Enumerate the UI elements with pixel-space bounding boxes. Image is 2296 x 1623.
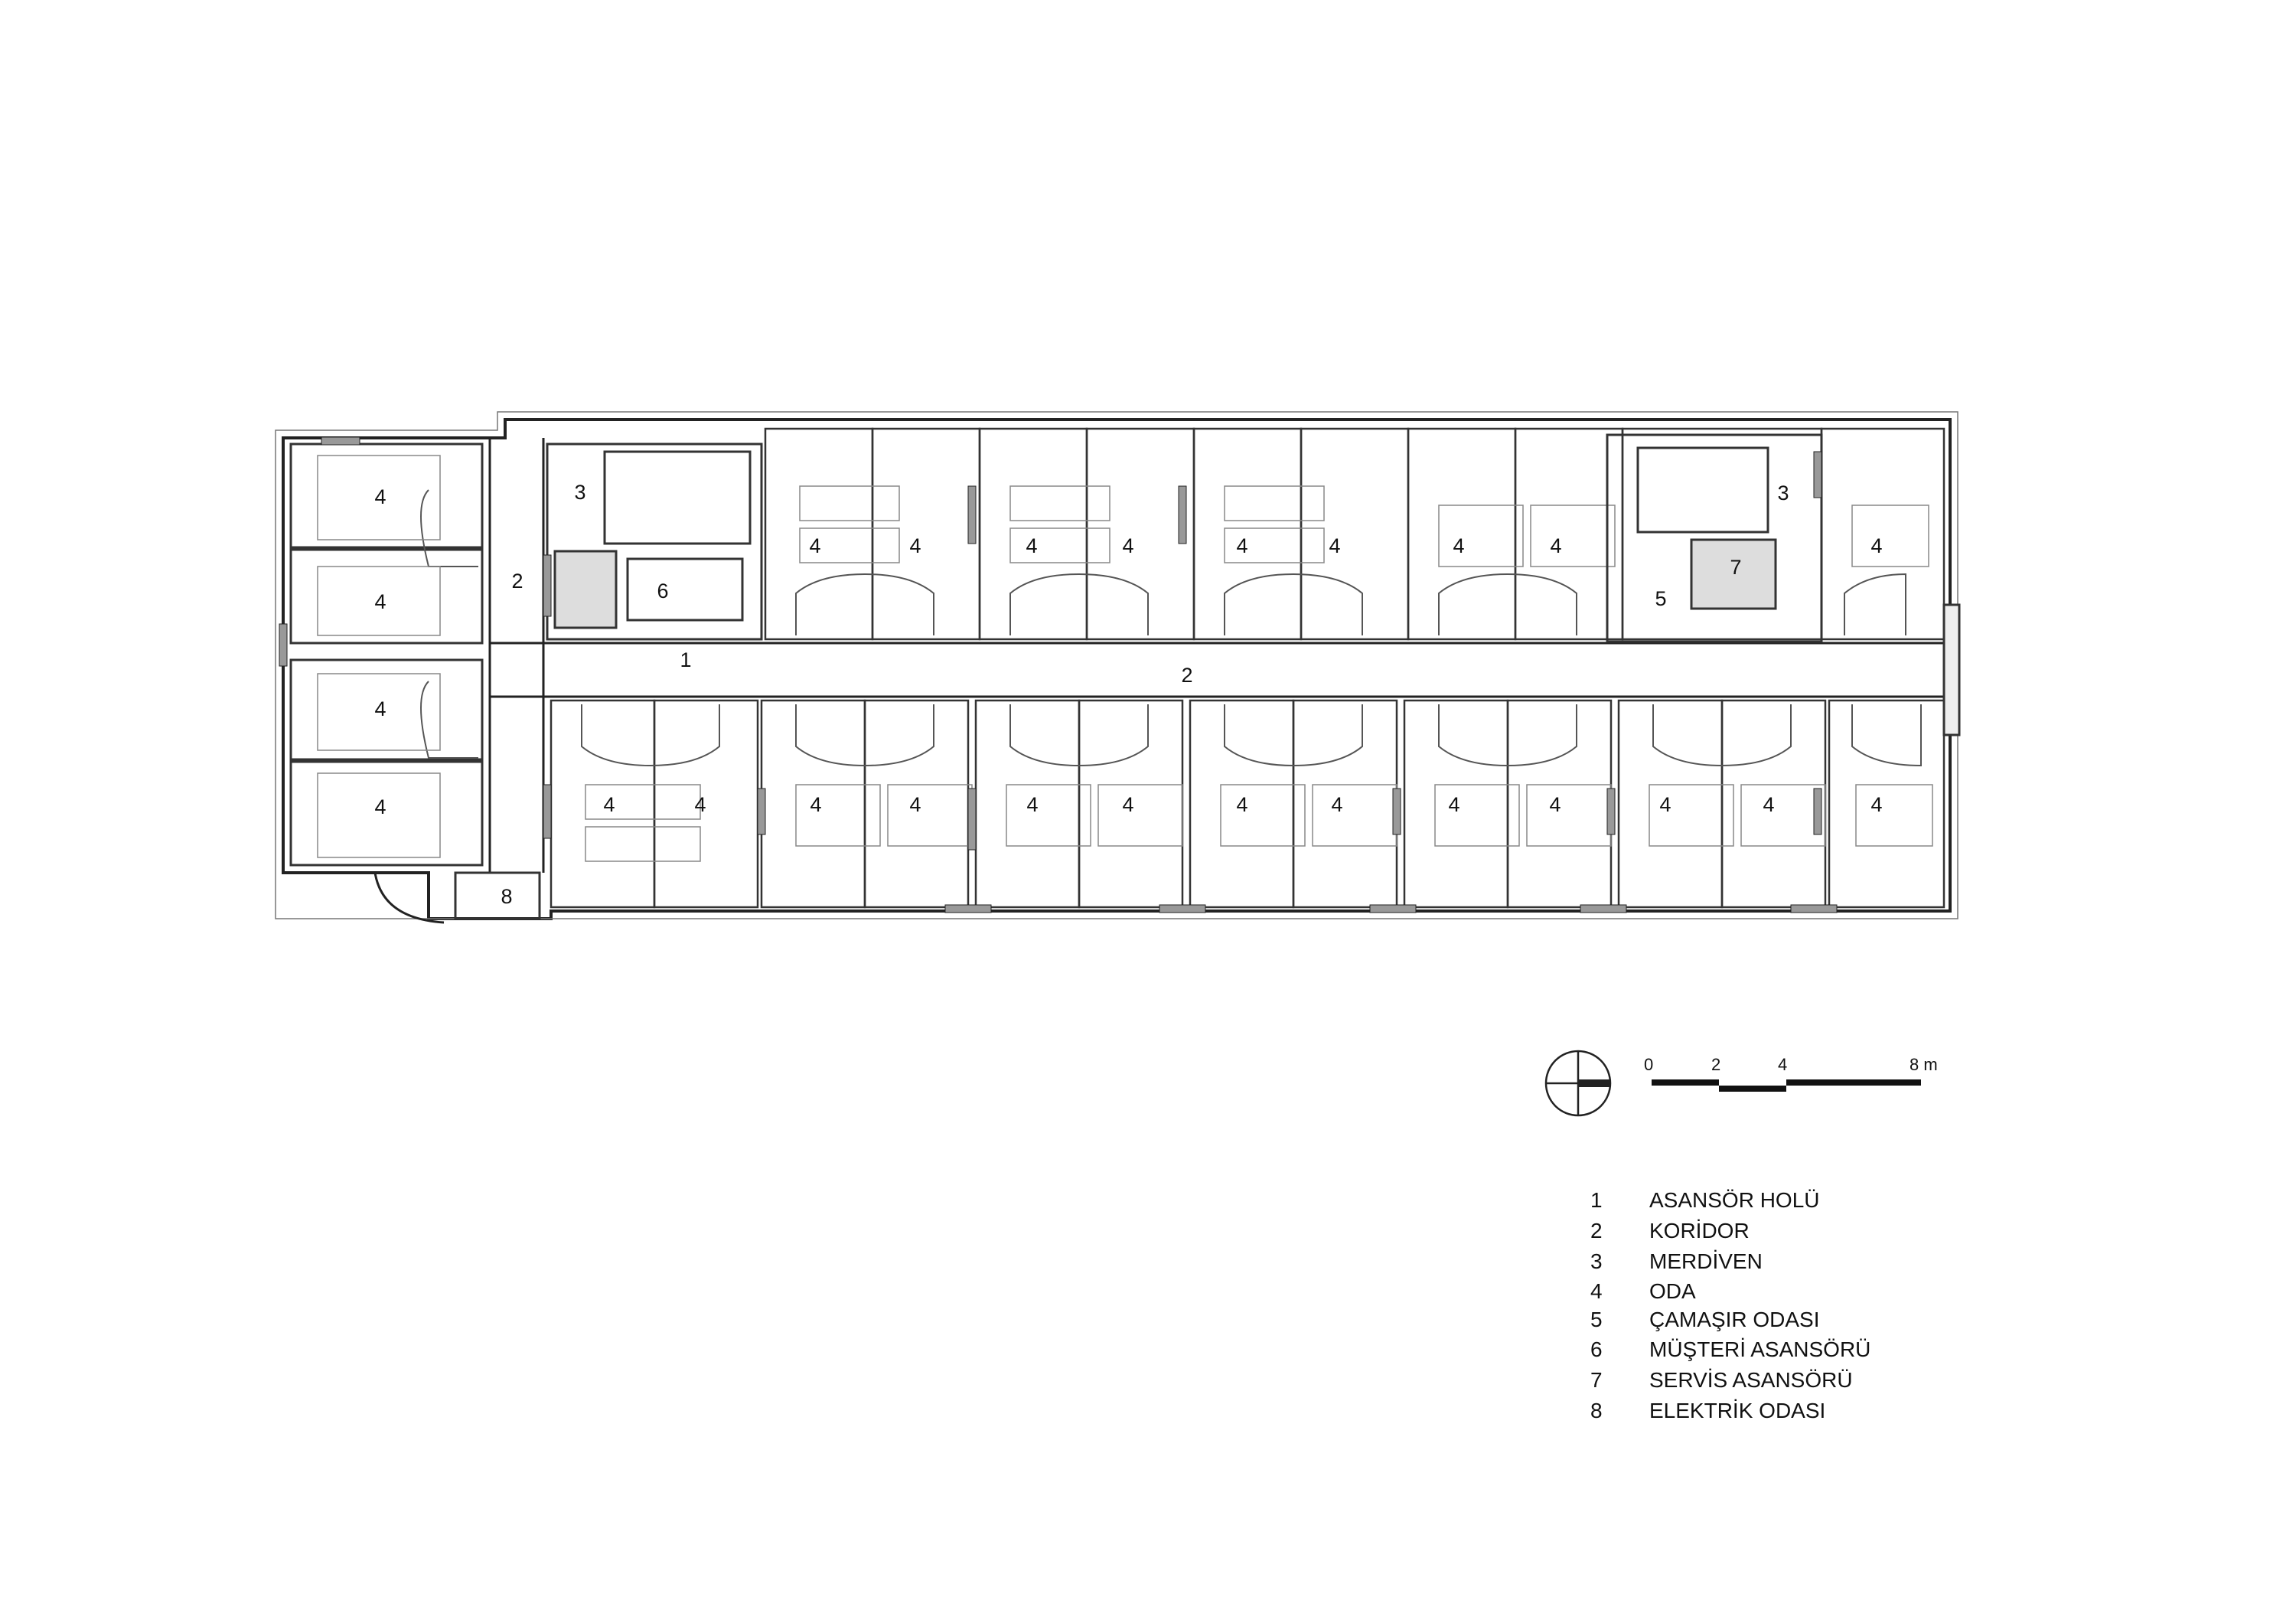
legend-number: 3: [1590, 1249, 1603, 1273]
legend-label: ODA: [1649, 1279, 1696, 1303]
legend-label: ASANSÖR HOLÜ: [1649, 1188, 1820, 1212]
room-label: 4: [374, 485, 386, 508]
room-label: 3: [574, 481, 585, 504]
bathroom-pods: [420, 489, 1922, 767]
room-label: 4: [374, 590, 386, 613]
room-label: 4: [603, 793, 615, 816]
room-label: 1: [680, 648, 691, 671]
room-label: 4: [374, 795, 386, 818]
left-wing-rooms: [289, 442, 541, 920]
room-label: 4: [1448, 793, 1459, 816]
legend-label: KORİDOR: [1649, 1219, 1750, 1243]
legend-label: ÇAMAŞIR ODASI: [1649, 1308, 1820, 1331]
room-label: 4: [1026, 534, 1037, 557]
room-label: 4: [1122, 534, 1133, 557]
beds: [317, 455, 1933, 862]
room-label: 4: [374, 697, 386, 720]
room-label: 6: [657, 580, 668, 603]
shaded-walls: [279, 436, 1838, 913]
room-label: 4: [1549, 793, 1561, 816]
room-label: 3: [1777, 482, 1789, 505]
room-label: 4: [1331, 793, 1342, 816]
room-label: 4: [909, 793, 921, 816]
room-label: 4: [1550, 534, 1561, 557]
scale-bar: [1652, 1079, 1921, 1092]
room-labels: 4 4 4 4 2 3 6 1 2 3 7 5 8 4 4 4 4 4 4 4 …: [374, 481, 1882, 908]
room-label: 4: [1453, 534, 1464, 557]
legend-number: 7: [1590, 1368, 1603, 1392]
legend-number: 5: [1590, 1308, 1603, 1331]
legend-label: MÜŞTERİ ASANSÖRÜ: [1649, 1337, 1871, 1361]
room-label: 4: [909, 534, 921, 557]
room-label: 4: [1236, 793, 1247, 816]
room-label: 4: [1870, 793, 1882, 816]
room-label: 4: [1122, 793, 1133, 816]
room-label: 2: [511, 570, 523, 593]
legend-number: 2: [1590, 1219, 1603, 1243]
room-label: 4: [1763, 793, 1774, 816]
top-rooms: [764, 427, 1945, 641]
legend-label: ELEKTRİK ODASI: [1649, 1399, 1826, 1422]
legend-label: SERVİS ASANSÖRÜ: [1649, 1368, 1853, 1392]
room-label: 2: [1181, 664, 1192, 687]
room-label: 5: [1655, 587, 1666, 610]
scale-tick-4: 4: [1778, 1055, 1788, 1074]
scale-tick-0: 0: [1644, 1055, 1654, 1074]
room-label: 4: [809, 534, 820, 557]
core-left: [546, 442, 763, 641]
room-label: 4: [1329, 534, 1340, 557]
core-right: [1606, 433, 1961, 736]
room-label: 7: [1730, 556, 1741, 579]
room-label: 4: [1236, 534, 1247, 557]
scale-tick-2: 2: [1711, 1055, 1721, 1074]
room-label: 4: [1870, 534, 1882, 557]
legend-number: 4: [1590, 1279, 1603, 1303]
legend-number: 8: [1590, 1399, 1603, 1422]
building-outline: [275, 411, 1958, 924]
room-label: 4: [1659, 793, 1671, 816]
legend-number: 6: [1590, 1337, 1603, 1361]
corridor-walls: [488, 438, 1944, 873]
legend-number: 1: [1590, 1188, 1603, 1212]
room-label: 4: [694, 793, 706, 816]
north-compass-icon: [1544, 1050, 1612, 1117]
room-label: 4: [810, 793, 821, 816]
room-label: 8: [501, 885, 512, 908]
room-label: 4: [1026, 793, 1038, 816]
scale-tick-8: 8 m: [1910, 1055, 1938, 1074]
legend-label: MERDİVEN: [1649, 1249, 1763, 1273]
